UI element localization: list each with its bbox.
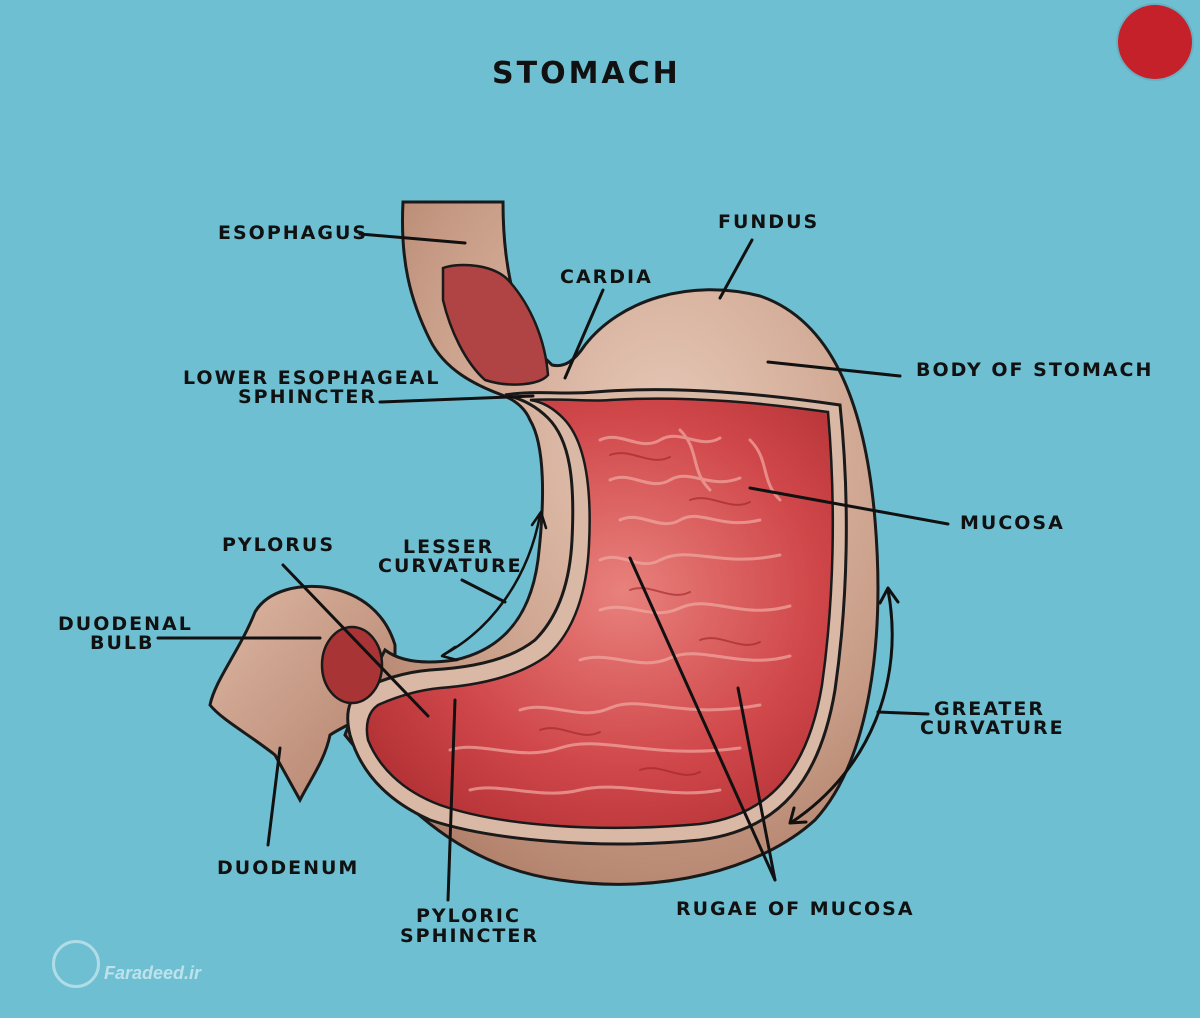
label-fundus: FUNDUS <box>718 211 820 233</box>
label-duodenal-bulb-line2: BULB <box>90 632 155 654</box>
label-esophagus: ESOPHAGUS <box>218 222 369 244</box>
esophagus-lumen <box>441 263 550 386</box>
label-duodenum: DUODENUM <box>217 857 360 879</box>
label-rugae-of-mucosa: RUGAE OF MUCOSA <box>676 898 915 920</box>
label-body-of-stomach: BODY OF STOMACH <box>916 359 1154 381</box>
label-lower-esophageal-sphincter-line2: SPHINCTER <box>238 386 377 408</box>
label-pylorus: PYLORUS <box>222 534 336 556</box>
label-lower-esophageal-sphincter-line1: LOWER ESOPHAGEAL <box>183 367 441 389</box>
brand-logo <box>1118 5 1192 79</box>
diagram-title: STOMACH <box>492 56 681 91</box>
watermark-logo-icon <box>52 940 100 988</box>
label-cardia: CARDIA <box>560 266 653 288</box>
rugae-shadows <box>539 452 761 776</box>
stomach-mucosa <box>365 397 835 830</box>
label-pyloric-sphincter-line2: SPHINCTER <box>400 925 539 947</box>
label-lesser-curvature-line1: LESSER <box>403 536 495 558</box>
lesser-curvature-arrow <box>440 510 548 662</box>
leader-lines <box>156 232 950 902</box>
label-lesser-curvature-line2: CURVATURE <box>378 555 523 577</box>
label-greater-curvature-line2: CURVATURE <box>920 717 1065 739</box>
pylorus-opening <box>320 625 384 705</box>
label-mucosa: MUCOSA <box>960 512 1065 534</box>
label-duodenal-bulb-line1: DUODENAL <box>58 613 193 635</box>
label-greater-curvature-line1: GREATER <box>934 698 1046 720</box>
greater-curvature-arrow <box>788 586 900 825</box>
rugae-folds <box>448 428 792 795</box>
label-pyloric-sphincter-line1: PYLORIC <box>416 905 521 927</box>
watermark-text: Faradeed.ir <box>104 963 202 983</box>
